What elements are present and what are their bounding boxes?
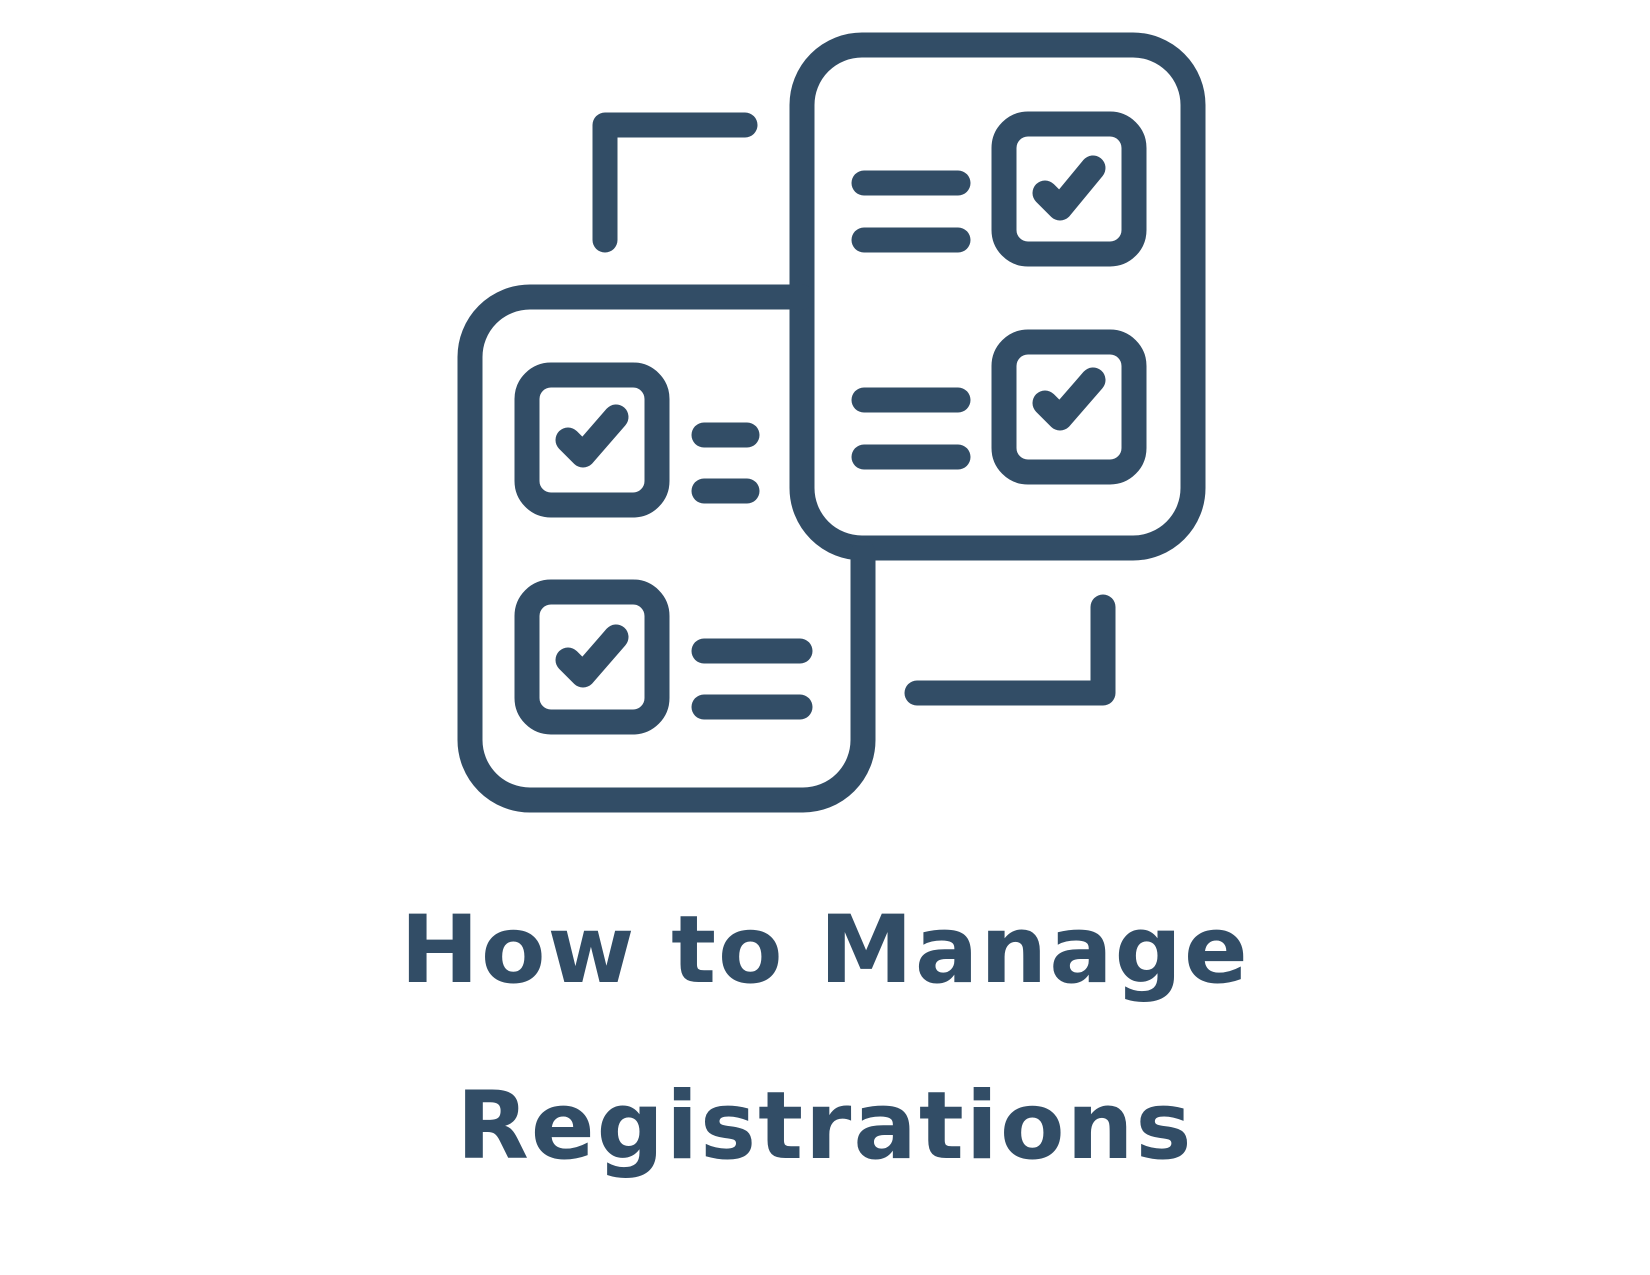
checklist-documents-icon xyxy=(457,32,1206,813)
document-left xyxy=(457,284,876,813)
page-title-line-1: How to Manage xyxy=(400,896,1250,1005)
corner-arrow-bottom-right xyxy=(904,594,1116,706)
checkbox-right-1 xyxy=(991,111,1147,267)
check-left-1 xyxy=(555,404,629,468)
corner-arrow-top-left xyxy=(592,112,758,253)
check-right-1 xyxy=(1032,155,1106,221)
check-right-2 xyxy=(1032,367,1106,431)
page-title-line-2: Registrations xyxy=(456,1072,1194,1181)
checkbox-left-1 xyxy=(514,362,670,518)
checkbox-left-2 xyxy=(514,579,670,735)
checkbox-right-2 xyxy=(991,329,1147,485)
document-right xyxy=(789,32,1206,561)
checklist-illustration xyxy=(457,32,1206,813)
check-left-2 xyxy=(555,624,629,688)
